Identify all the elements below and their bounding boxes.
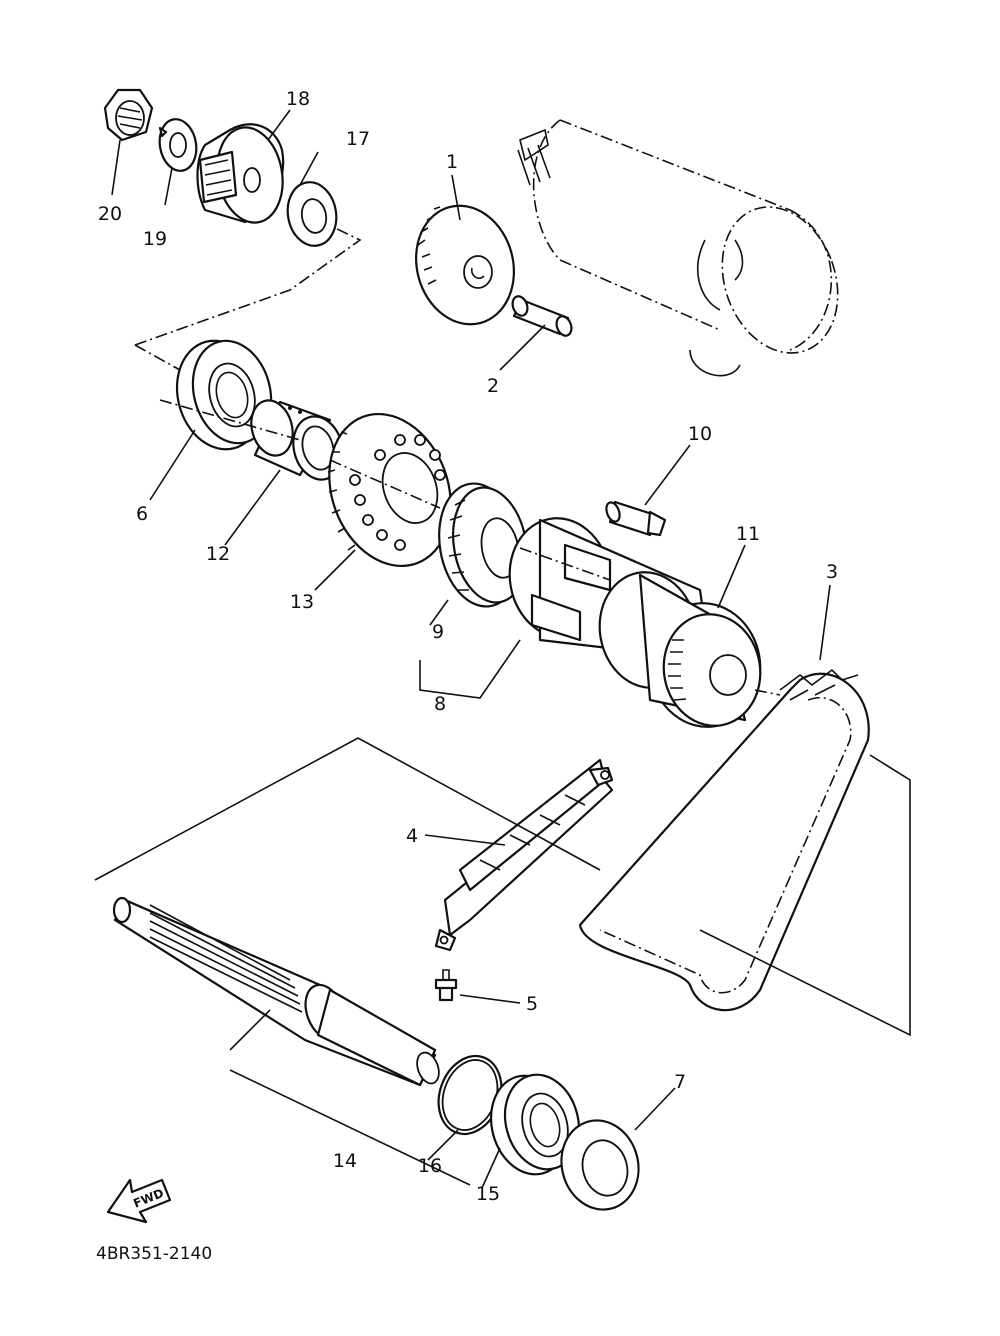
part-5-screw xyxy=(434,969,458,1002)
part-11-starter-wheel-gear xyxy=(598,571,762,728)
part-17-oil-seal xyxy=(286,181,338,247)
callout-labels: 1 2 3 4 5 6 7 8 9 10 11 12 13 14 15 16 1… xyxy=(98,88,838,1205)
label-13: 13 xyxy=(290,591,314,613)
part-10-pin xyxy=(605,500,667,537)
label-16: 16 xyxy=(418,1155,442,1177)
part-19-lock-washer xyxy=(158,118,198,172)
part-3-chain xyxy=(578,668,870,1012)
part-14-axle xyxy=(112,896,440,1087)
label-2: 2 xyxy=(487,375,499,397)
label-1: 1 xyxy=(446,151,458,173)
fwd-arrow-icon: FWD xyxy=(106,1178,172,1224)
part-9-one-way-clutch xyxy=(438,482,528,608)
label-12: 12 xyxy=(206,543,230,565)
part-7-oil-seal xyxy=(560,1119,640,1211)
starter-motor xyxy=(517,119,839,377)
label-8: 8 xyxy=(434,693,446,715)
label-5: 5 xyxy=(526,993,538,1015)
part-2-shaft xyxy=(511,295,573,337)
label-3: 3 xyxy=(826,561,838,583)
label-19: 19 xyxy=(143,228,167,250)
label-6: 6 xyxy=(136,503,148,525)
label-7: 7 xyxy=(674,1071,686,1093)
part-13-sprocket xyxy=(327,412,452,568)
diagram-code: 4BR351-2140 xyxy=(96,1244,212,1264)
label-14: 14 xyxy=(333,1150,357,1172)
label-11: 11 xyxy=(736,523,760,545)
part-16-o-ring xyxy=(437,1054,503,1136)
part-20-nut xyxy=(103,88,154,142)
label-9: 9 xyxy=(432,621,444,643)
part-1-idler-gear xyxy=(415,204,515,326)
label-15: 15 xyxy=(476,1183,500,1205)
label-20: 20 xyxy=(98,203,122,225)
leader-lines xyxy=(111,109,831,1189)
label-18: 18 xyxy=(286,88,310,110)
part-15-bearing xyxy=(489,1073,581,1176)
part-18-gear xyxy=(196,123,285,224)
label-17: 17 xyxy=(346,128,370,150)
part-4-chain-guide xyxy=(434,758,614,952)
label-10: 10 xyxy=(688,423,712,445)
assembly-lines xyxy=(94,227,911,1037)
label-4: 4 xyxy=(406,825,418,847)
